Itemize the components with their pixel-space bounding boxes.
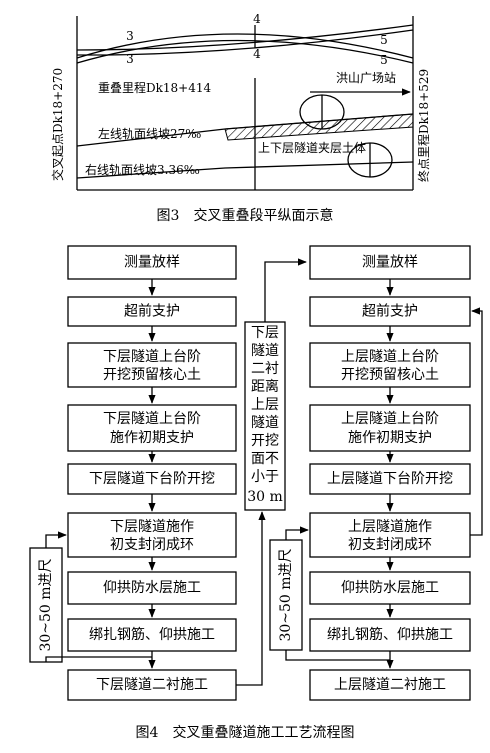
left-step-advance-support [67, 296, 237, 327]
right-loop-advance-label: 30~50 m进尺 [278, 548, 294, 641]
fig3-plan-curve-3 [76, 24, 414, 51]
svg-text:上层: 上层 [251, 397, 279, 413]
fig3-plan-curve-4 [76, 29, 414, 56]
svg-text:下层隧道下台阶开挖: 下层隧道下台阶开挖 [89, 471, 215, 487]
fig3-plan-curve-2 [76, 39, 414, 64]
svg-text:超前支护: 超前支护 [362, 303, 418, 320]
svg-text:小于: 小于 [251, 469, 279, 485]
fig4-right-column: 测量放样 超前支护 上层隧道上台阶 开挖预留核心土 上层隧道上台阶 施作初期支护… [269, 245, 483, 701]
svg-text:上层隧道上台阶: 上层隧道上台阶 [341, 349, 439, 365]
left-step-rebar-invert [67, 618, 237, 652]
fig3-section-diagram: 3 3 4 4 5 5 重叠里程Dk18+414 洪山广场站 左线轨面线坡27‰… [50, 12, 431, 191]
svg-text:下层隧道施作: 下层隧道施作 [110, 519, 194, 535]
left-loop-advance-label: 30~50 m进尺 [38, 558, 54, 651]
svg-text:二衬: 二衬 [251, 361, 279, 377]
left-step-ring-closure [67, 512, 237, 558]
svg-text:绑扎钢筋、仰拱施工: 绑扎钢筋、仰拱施工 [89, 626, 215, 643]
svg-text:开挖: 开挖 [251, 433, 279, 449]
svg-text:下层隧道上台阶: 下层隧道上台阶 [103, 349, 201, 365]
fig4-left-column: 测量放样 超前支护 下层隧道上台阶 开挖预留核心土 下层隧道上台阶 施作初期支护… [29, 245, 237, 701]
svg-text:开挖预留核心土: 开挖预留核心土 [341, 367, 439, 383]
middle-distance-note-box [244, 321, 286, 511]
right-step-advance-support [309, 296, 471, 327]
right-step-survey-label: 测量放样 [362, 255, 418, 271]
right-loop-advance-box [269, 539, 303, 651]
svg-text:下层隧道二衬施工: 下层隧道二衬施工 [96, 677, 208, 693]
fig3-num-4a: 4 [253, 12, 261, 26]
svg-text:开挖预留核心土: 开挖预留核心土 [103, 367, 201, 383]
svg-text:上层隧道下台阶开挖: 上层隧道下台阶开挖 [327, 471, 453, 487]
fig3-num-5a: 5 [380, 33, 388, 47]
fig3-interlayer-soil [224, 113, 414, 141]
fig3-num-5b: 5 [380, 53, 388, 67]
fig3-caption: 图3 交叉重叠段平纵面示意 [157, 207, 334, 224]
svg-text:初支封闭成环: 初支封闭成环 [348, 536, 432, 553]
svg-text:施作初期支护: 施作初期支护 [348, 429, 432, 446]
fig3-left-mileage: 交叉起点Dk18+270 [50, 68, 65, 181]
fig3-right-slope: 右线轨面线坡3.36‰ [85, 162, 200, 177]
svg-text:30 m: 30 m [247, 489, 283, 505]
svg-text:上层隧道施作: 上层隧道施作 [348, 519, 432, 535]
svg-text:绑扎钢筋、仰拱施工: 绑扎钢筋、仰拱施工 [327, 626, 453, 643]
svg-text:初支封闭成环: 初支封闭成环 [110, 536, 194, 553]
fig3-right-track-line [76, 161, 414, 179]
svg-text:仰拱防水层施工: 仰拱防水层施工 [341, 580, 439, 596]
left-step-survey-label: 测量放样 [124, 255, 180, 271]
left-step-advance-support-label: 超前支护 [124, 303, 180, 320]
svg-text:下层: 下层 [251, 325, 279, 341]
svg-text:距离: 距离 [251, 378, 279, 395]
fig3-left-slope: 左线轨面线坡27‰ [98, 126, 201, 141]
fig4-caption: 图4 交叉重叠隧道施工工艺流程图 [136, 724, 355, 741]
left-step-waterproofing [67, 571, 237, 605]
svg-text:仰拱防水层施工: 仰拱防水层施工 [103, 580, 201, 596]
svg-text:上层隧道二衬施工: 上层隧道二衬施工 [334, 677, 446, 693]
fig3-num-3a: 3 [126, 29, 134, 43]
svg-text:施作初期支护: 施作初期支护 [110, 429, 194, 446]
fig3-soil-label: 上下层隧道夹层土体 [258, 140, 366, 155]
svg-text:隧道: 隧道 [251, 343, 279, 359]
svg-text:隧道: 隧道 [251, 415, 279, 431]
fig3-num-3b: 3 [126, 52, 134, 66]
right-step-secondary-lining [309, 669, 471, 701]
left-step-survey [67, 245, 237, 280]
fig4-middle-column: 下层 隧道 二衬 距离 上层 隧道 开挖 面不 小于 30 m [236, 258, 307, 686]
svg-text:下层隧道上台阶: 下层隧道上台阶 [103, 411, 201, 427]
right-step-waterproofing [309, 571, 471, 605]
svg-text:上层隧道上台阶: 上层隧道上台阶 [341, 411, 439, 427]
fig3-plan-curve-1 [76, 33, 414, 59]
fig3-num-4b: 4 [253, 47, 261, 61]
svg-text:面不: 面不 [251, 451, 279, 467]
left-step-secondary-lining [67, 669, 237, 701]
fig3-overlap-mileage: 重叠里程Dk18+414 [98, 80, 211, 95]
fig3-station-label: 洪山广场站 [336, 71, 396, 85]
fig3-right-mileage: 终点里程Dk18+529 [416, 69, 431, 182]
